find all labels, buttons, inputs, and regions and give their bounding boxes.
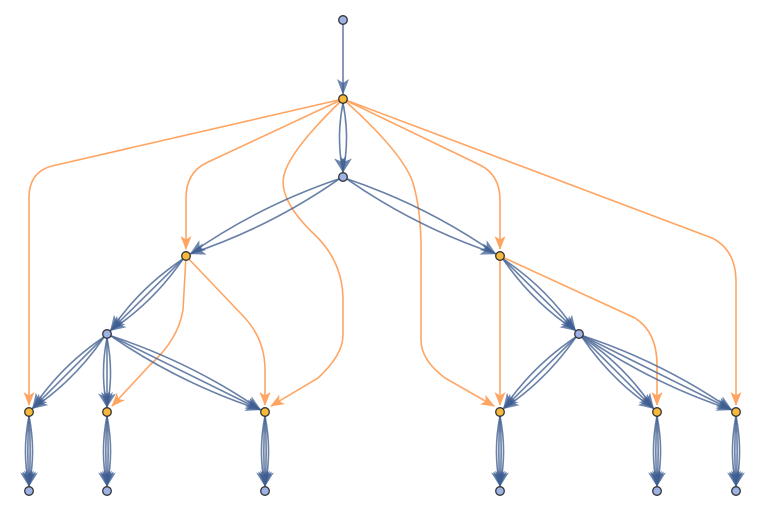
node-L1 [24,486,34,496]
blue-edge-H3-L3 [256,415,268,487]
node-L6 [731,486,741,496]
orange-edge-E-H5 [499,255,663,406]
node-L2 [102,486,112,496]
blue-edge-C-E [346,178,497,255]
node-L3 [260,486,270,496]
blue-edge-C-E [346,178,497,255]
blue-edge-D-F [109,258,184,332]
node-L4 [495,486,505,496]
node-H6 [731,407,741,417]
blue-edge-B-C [340,102,352,173]
orange-edges [23,98,742,407]
node-B [338,94,348,104]
orange-edge-B-H6 [342,98,742,406]
blue-edge-E-G [502,258,577,332]
orange-edge-D-H2 [111,255,187,407]
blue-edges [20,24,745,487]
orange-edge-B-H4 [342,98,495,407]
blue-edge-G-H5 [581,336,655,410]
blue-edge-F-H2 [98,337,110,408]
node-H1 [24,407,34,417]
blue-edge-F-H3 [110,335,262,411]
node-H4 [495,407,505,417]
node-D [181,251,191,261]
orange-edge-B-H1 [23,98,344,406]
blue-edge-C-D [189,178,340,255]
blue-edge-H6-L6 [727,415,739,487]
node-H5 [652,407,662,417]
orange-edge-D-H3 [185,255,271,406]
blue-edge-H1-L1 [20,415,32,487]
node-F [102,329,112,339]
node-E [495,251,505,261]
blue-edge-F-H1 [31,336,105,410]
blue-edge-F-H1 [31,336,105,410]
blue-edge-E-G [502,258,577,332]
blue-edge-G-H6 [582,335,733,411]
blue-edge-G-H6 [582,335,733,411]
blue-edge-H2-L2 [98,415,110,487]
blue-edge-F-H3 [110,335,262,411]
node-L5 [652,486,662,496]
node-G [574,329,584,339]
blue-edge-H5-L5 [648,415,660,487]
node-A [338,15,348,25]
orange-edge-B-D [180,98,344,250]
orange-edge-B-E [342,98,506,250]
blue-edge-C-D [189,178,340,255]
blue-edge-D-F [109,258,184,332]
node-H2 [102,407,112,417]
blue-edge-G-H4 [502,336,577,410]
node-H3 [260,407,270,417]
blue-edge-H4-L4 [491,415,503,487]
blue-edge-G-H4 [502,336,577,410]
node-C [338,172,348,182]
blue-edge-F-H3 [110,335,262,411]
orange-edge-B-H3 [270,98,344,407]
blue-edge-B-C [334,102,346,173]
nodes [24,15,741,496]
